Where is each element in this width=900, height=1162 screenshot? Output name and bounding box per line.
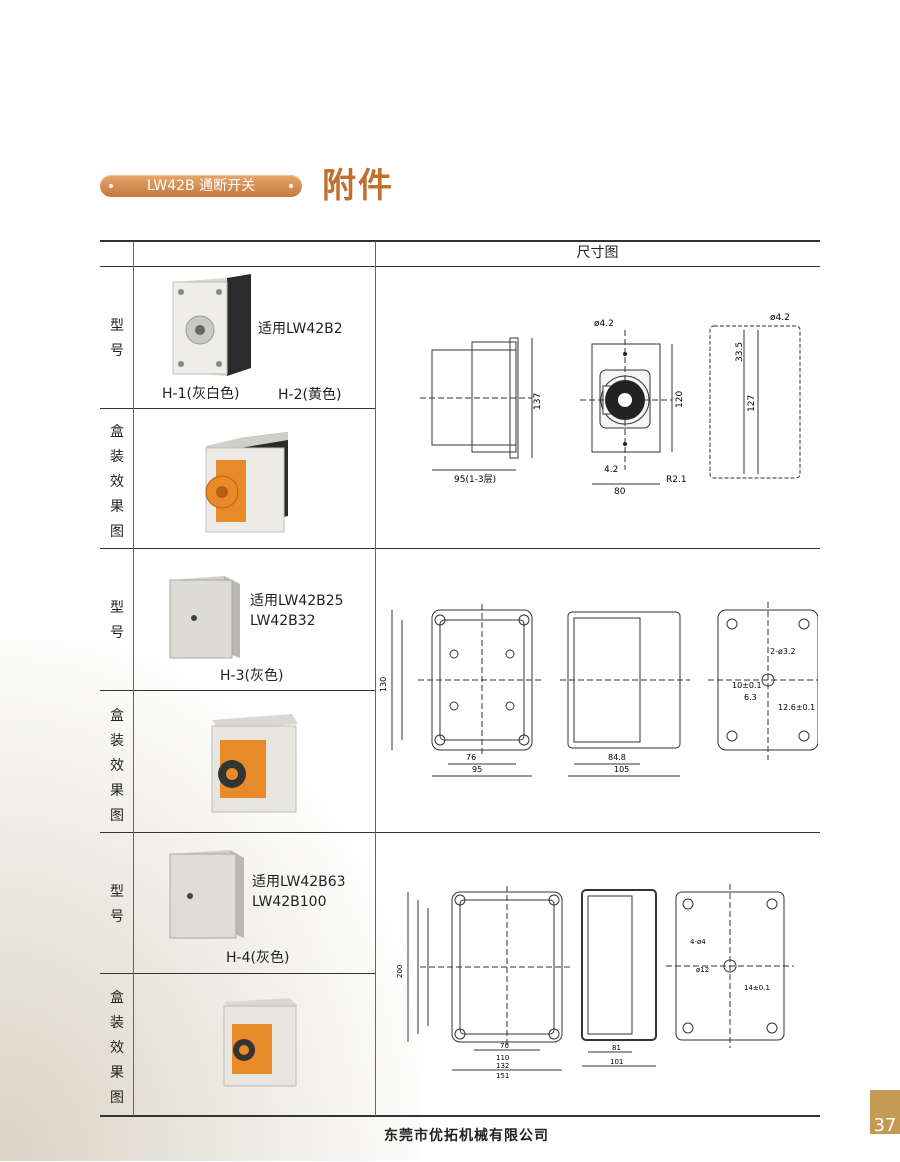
variant-label: H-3(灰色) [220,668,284,684]
table-bottom-rule [100,1115,820,1117]
svg-text:33.5: 33.5 [735,342,745,362]
enclosure-h1-photo [172,274,251,376]
svg-text:84.8: 84.8 [608,753,626,762]
box-label: 盒装效果图 [110,708,124,824]
column-divider [375,241,376,1116]
series-label-pill: LW42B 通断开关 [100,175,302,197]
svg-text:12.6±0.1: 12.6±0.1 [778,703,815,712]
svg-text:132: 132 [496,1062,509,1070]
series-label: LW42B 通断开关 [146,178,256,194]
model-label: 型号 [110,600,124,641]
svg-text:2-ø3.2: 2-ø3.2 [770,647,796,656]
dim-side-width: 95(1-3层) [454,474,496,485]
svg-text:ø12: ø12 [696,966,709,974]
table-top-rule [100,240,820,242]
svg-text:4.2: 4.2 [604,465,618,475]
dimension-drawing-h3: 130 76 95 84.8 105 2-ø3.2 10±0.1 6.3 12.… [379,602,818,777]
svg-text:110: 110 [496,1054,509,1062]
pill-dot [109,184,113,188]
box-label: 盒装效果图 [110,990,124,1106]
dimension-column-header: 尺寸图 [576,245,619,261]
svg-text:ø4.2: ø4.2 [594,319,614,329]
box-label: 盒装效果图 [110,424,124,540]
pill-dot [289,184,293,188]
svg-text:10±0.1: 10±0.1 [732,681,762,690]
svg-text:70: 70 [500,1042,509,1050]
variant-label: H-1(灰白色) [162,386,240,402]
svg-text:76: 76 [466,753,476,762]
svg-text:4-ø4: 4-ø4 [690,938,706,946]
row-divider [100,408,376,409]
row-divider [100,973,376,974]
svg-text:95: 95 [472,765,482,774]
model-label: 型号 [110,318,124,359]
svg-text:105: 105 [614,765,629,774]
column-divider [133,241,134,1116]
company-name: 东莞市优拓机械有限公司 [384,1128,549,1144]
row-divider [100,690,376,691]
enclosure-h4-boxed-photo [223,998,298,1087]
applies-to: LW42B100 [252,894,327,910]
applies-to: 适用LW42B25 [250,593,344,609]
svg-text:R2.1: R2.1 [666,475,687,485]
enclosure-h3-boxed-photo [211,714,298,813]
variant-label: H-2(黄色) [278,387,342,403]
section-divider [100,548,820,549]
applies-to: LW42B32 [250,613,316,629]
svg-text:81: 81 [612,1044,621,1052]
variant-label: H-4(灰色) [226,950,290,966]
enclosure-h1-boxed-photo [205,432,288,533]
svg-text:14±0.1: 14±0.1 [744,984,770,992]
svg-text:6.3: 6.3 [744,693,757,702]
enclosure-h4-photo [169,850,244,939]
page-title: 附件 [322,166,394,206]
model-label: 型号 [110,884,124,925]
applies-to: 适用LW42B2 [258,321,343,337]
svg-text:137: 137 [533,393,543,410]
svg-text:ø4.2: ø4.2 [770,313,790,323]
svg-text:120: 120 [675,391,685,408]
svg-text:127: 127 [747,395,757,412]
svg-text:200: 200 [396,965,404,978]
section-divider [100,832,820,833]
dimension-drawing-h1: 137 95(1-3层) ø4.2 120 4.2 80 R2.1 ø4.2 3… [420,313,801,495]
svg-text:101: 101 [610,1058,623,1066]
page-number: 37 [870,1090,900,1136]
svg-text:151: 151 [496,1072,509,1080]
svg-text:80: 80 [614,487,626,495]
enclosure-h3-photo [169,576,240,659]
dimension-drawing-h4: 200 70 110 132 151 81 101 4-ø4 ø12 14±0.… [396,884,794,1080]
applies-to: 适用LW42B63 [252,874,346,890]
svg-text:130: 130 [379,677,388,692]
table-header-rule [100,266,820,267]
